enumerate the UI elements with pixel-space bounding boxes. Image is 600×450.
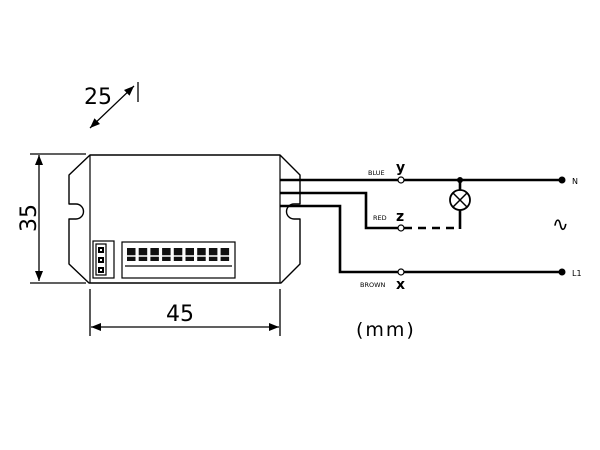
junction-dot: [457, 177, 463, 183]
module-body: [68, 154, 301, 284]
connector-housing: [92, 240, 115, 279]
blue-wire-label: BLUE: [368, 169, 385, 177]
terminal-y: [397, 176, 405, 184]
brown-wire: [280, 204, 398, 274]
dip-switch-lever: [197, 248, 206, 261]
lamp-cross: [452, 192, 468, 208]
wiring: [280, 176, 566, 276]
height-dimension: 35: [17, 153, 86, 284]
red-wire-label: RED: [373, 214, 387, 222]
terminal-y-label: y: [396, 160, 405, 176]
dip-switch-lever: [220, 248, 230, 261]
dip-switch-lever: [185, 248, 194, 261]
supply-labels: N L1 ∿: [552, 177, 582, 278]
dip-switch-lever: [150, 248, 159, 261]
ac-symbol: ∿: [552, 212, 569, 236]
connector-pin-hole: [100, 259, 102, 261]
lamp-icon: [449, 180, 471, 229]
height-value: 35: [17, 204, 42, 232]
dip-switch-lever: [127, 248, 136, 261]
terminal-z-label: z: [396, 209, 404, 225]
width-value: 45: [166, 302, 194, 327]
connector-pin-hole: [100, 269, 102, 271]
width-dimension: 45: [89, 289, 281, 336]
brown-wire-label: BROWN: [360, 281, 386, 289]
connector-pin-hole: [100, 249, 102, 251]
phase-terminal-dot: [558, 268, 566, 276]
dip-switch-block: [121, 241, 236, 279]
terminal-connector: [92, 240, 115, 279]
neutral-terminal-dot: [558, 176, 566, 184]
terminal-z: [397, 224, 405, 232]
wire-labels: BLUE y RED z BROWN x: [360, 160, 405, 293]
dip-switch-lever: [173, 248, 183, 261]
neutral-label: N: [572, 177, 578, 186]
terminal-x: [397, 268, 405, 276]
depth-dimension: 25: [84, 82, 139, 129]
dip-switch-lever: [138, 248, 148, 261]
depth-value: 25: [84, 85, 112, 110]
module-outline: [68, 154, 301, 284]
red-wire: [280, 191, 398, 230]
depth-dimension-line: [89, 85, 135, 129]
dip-switch-lever: [208, 248, 218, 261]
phase-label: L1: [572, 269, 582, 278]
terminal-x-label: x: [396, 277, 405, 293]
connector-inner: [95, 243, 107, 276]
dip-switch-lever: [162, 248, 171, 261]
unit-label: (mm): [356, 319, 416, 341]
dip-switch-housing: [121, 241, 236, 279]
